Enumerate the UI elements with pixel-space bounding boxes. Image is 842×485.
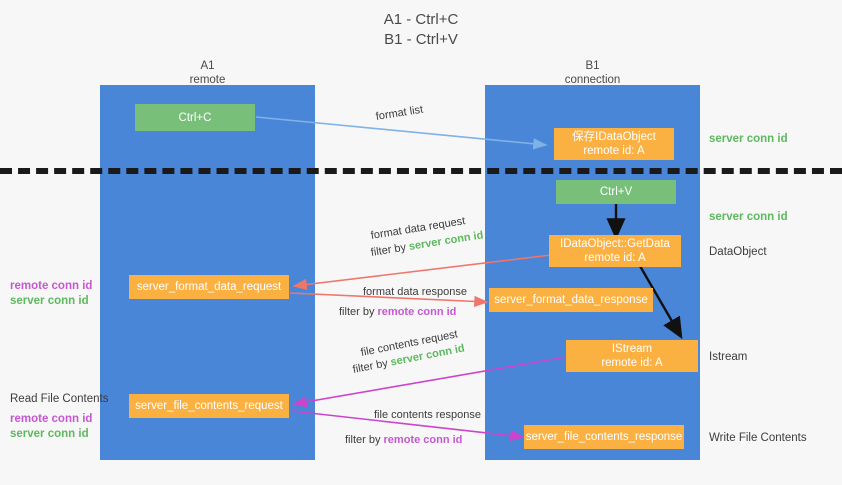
node-idataobject-getdata-sub: remote id: A [584,252,646,264]
node-ctrl-c-label: Ctrl+C [178,111,212,124]
node-istream[interactable]: IStream remote id: A [566,340,698,372]
phase-divider [0,168,842,174]
node-save-idataobject[interactable]: 保存IDataObject remote id: A [554,128,674,160]
filter-value-remote-conn-id-2: remote conn id [383,434,463,446]
left-label-read-file-contents: Read File Contents [10,393,109,405]
edge-label-file-contents-response: file contents response [374,409,482,421]
right-label-write-file-contents: Write File Contents [709,432,807,444]
filter-by-text-1: filter by [369,241,407,259]
right-label-data-object: DataObject [709,246,767,258]
edge-label-format-list: format list [374,103,424,123]
node-istream-label: IStream [611,343,653,355]
left-label-remote-conn-id-2: remote conn id [10,413,93,425]
node-idataobject-getdata-label: IDataObject::GetData [560,238,670,250]
node-server-file-contents-response-label: server_file_contents_response [525,431,683,443]
left-label-remote-conn-id-1: remote conn id [10,280,93,292]
column-b1-name: B1 [585,60,600,72]
title-line-1: A1 - Ctrl+C [383,11,459,28]
column-a1-name: A1 [200,60,215,72]
edge-label-file-contents-response-filter: filter by remote conn id [345,433,462,448]
left-label-group-2: remote conn id server conn id [10,412,92,442]
node-server-file-contents-response[interactable]: server_file_contents_response [524,425,684,449]
right-label-server-conn-id-mid: server conn id [709,211,788,223]
node-istream-sub: remote id: A [601,357,663,369]
filter-value-remote-conn-id-1: remote conn id [377,306,457,318]
column-header-b1: B1 connection [515,59,670,87]
node-server-file-contents-request[interactable]: server_file_contents_request [129,394,289,418]
node-save-idataobject-label: 保存IDataObject [572,131,656,143]
node-server-file-contents-request-label: server_file_contents_request [135,400,283,412]
page-title: A1 - Ctrl+C B1 - Ctrl+V [0,10,842,50]
filter-by-text-4: filter by [345,434,381,446]
filter-by-text-2: filter by [339,306,375,318]
edge-label-format-data-response: format data response [363,286,467,298]
node-server-format-data-response[interactable]: server_format_data_response [489,288,653,312]
title-line-2: B1 - Ctrl+V [384,31,458,48]
node-save-idataobject-sub: remote id: A [583,145,645,157]
column-b1-sub: connection [564,74,621,86]
edge-label-format-data-response-filter: filter by remote conn id [339,305,456,320]
right-label-istream: Istream [709,351,748,363]
node-ctrl-v[interactable]: Ctrl+V [556,180,676,204]
node-idataobject-getdata[interactable]: IDataObject::GetData remote id: A [549,235,681,267]
node-server-format-data-request-label: server_format_data_request [136,281,282,293]
left-label-group-1: remote conn id server conn id [10,279,92,309]
filter-by-text-3: filter by [351,357,389,376]
node-ctrl-c[interactable]: Ctrl+C [135,104,255,131]
column-a1-sub: remote [189,74,226,86]
right-label-server-conn-id-top: server conn id [709,133,788,145]
left-label-server-conn-id-1: server conn id [10,295,89,307]
node-server-format-data-request[interactable]: server_format_data_request [129,275,289,299]
node-server-format-data-response-label: server_format_data_response [494,294,648,306]
column-header-a1: A1 remote [130,59,285,87]
left-label-server-conn-id-2: server conn id [10,428,89,440]
node-ctrl-v-label: Ctrl+V [599,186,633,198]
